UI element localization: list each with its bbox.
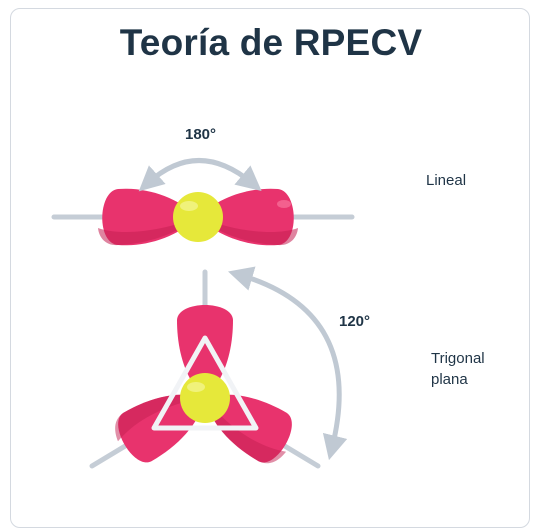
orbital-lobe-top: [177, 305, 233, 398]
trigonal-planar-molecule: [89, 266, 348, 469]
angle-arrow-180: [138, 158, 262, 192]
angle-label-180: 180°: [185, 126, 217, 143]
linear-molecule: [51, 158, 355, 246]
geometry-label-trigonal-plana: Trigonal plana: [431, 350, 485, 388]
orbital-lobe-right: [198, 188, 298, 246]
geometry-label-lineal: Lineal: [426, 172, 467, 189]
central-atom-linear: [173, 192, 223, 242]
central-atom-trigonal: [180, 373, 230, 423]
orbital-lobe-left: [98, 188, 198, 246]
angle-label-120: 120°: [339, 313, 371, 330]
page-title: Teoría de RPECV: [119, 22, 423, 63]
vsepr-diagram: [51, 158, 355, 469]
angle-arrow-120: [228, 266, 348, 461]
